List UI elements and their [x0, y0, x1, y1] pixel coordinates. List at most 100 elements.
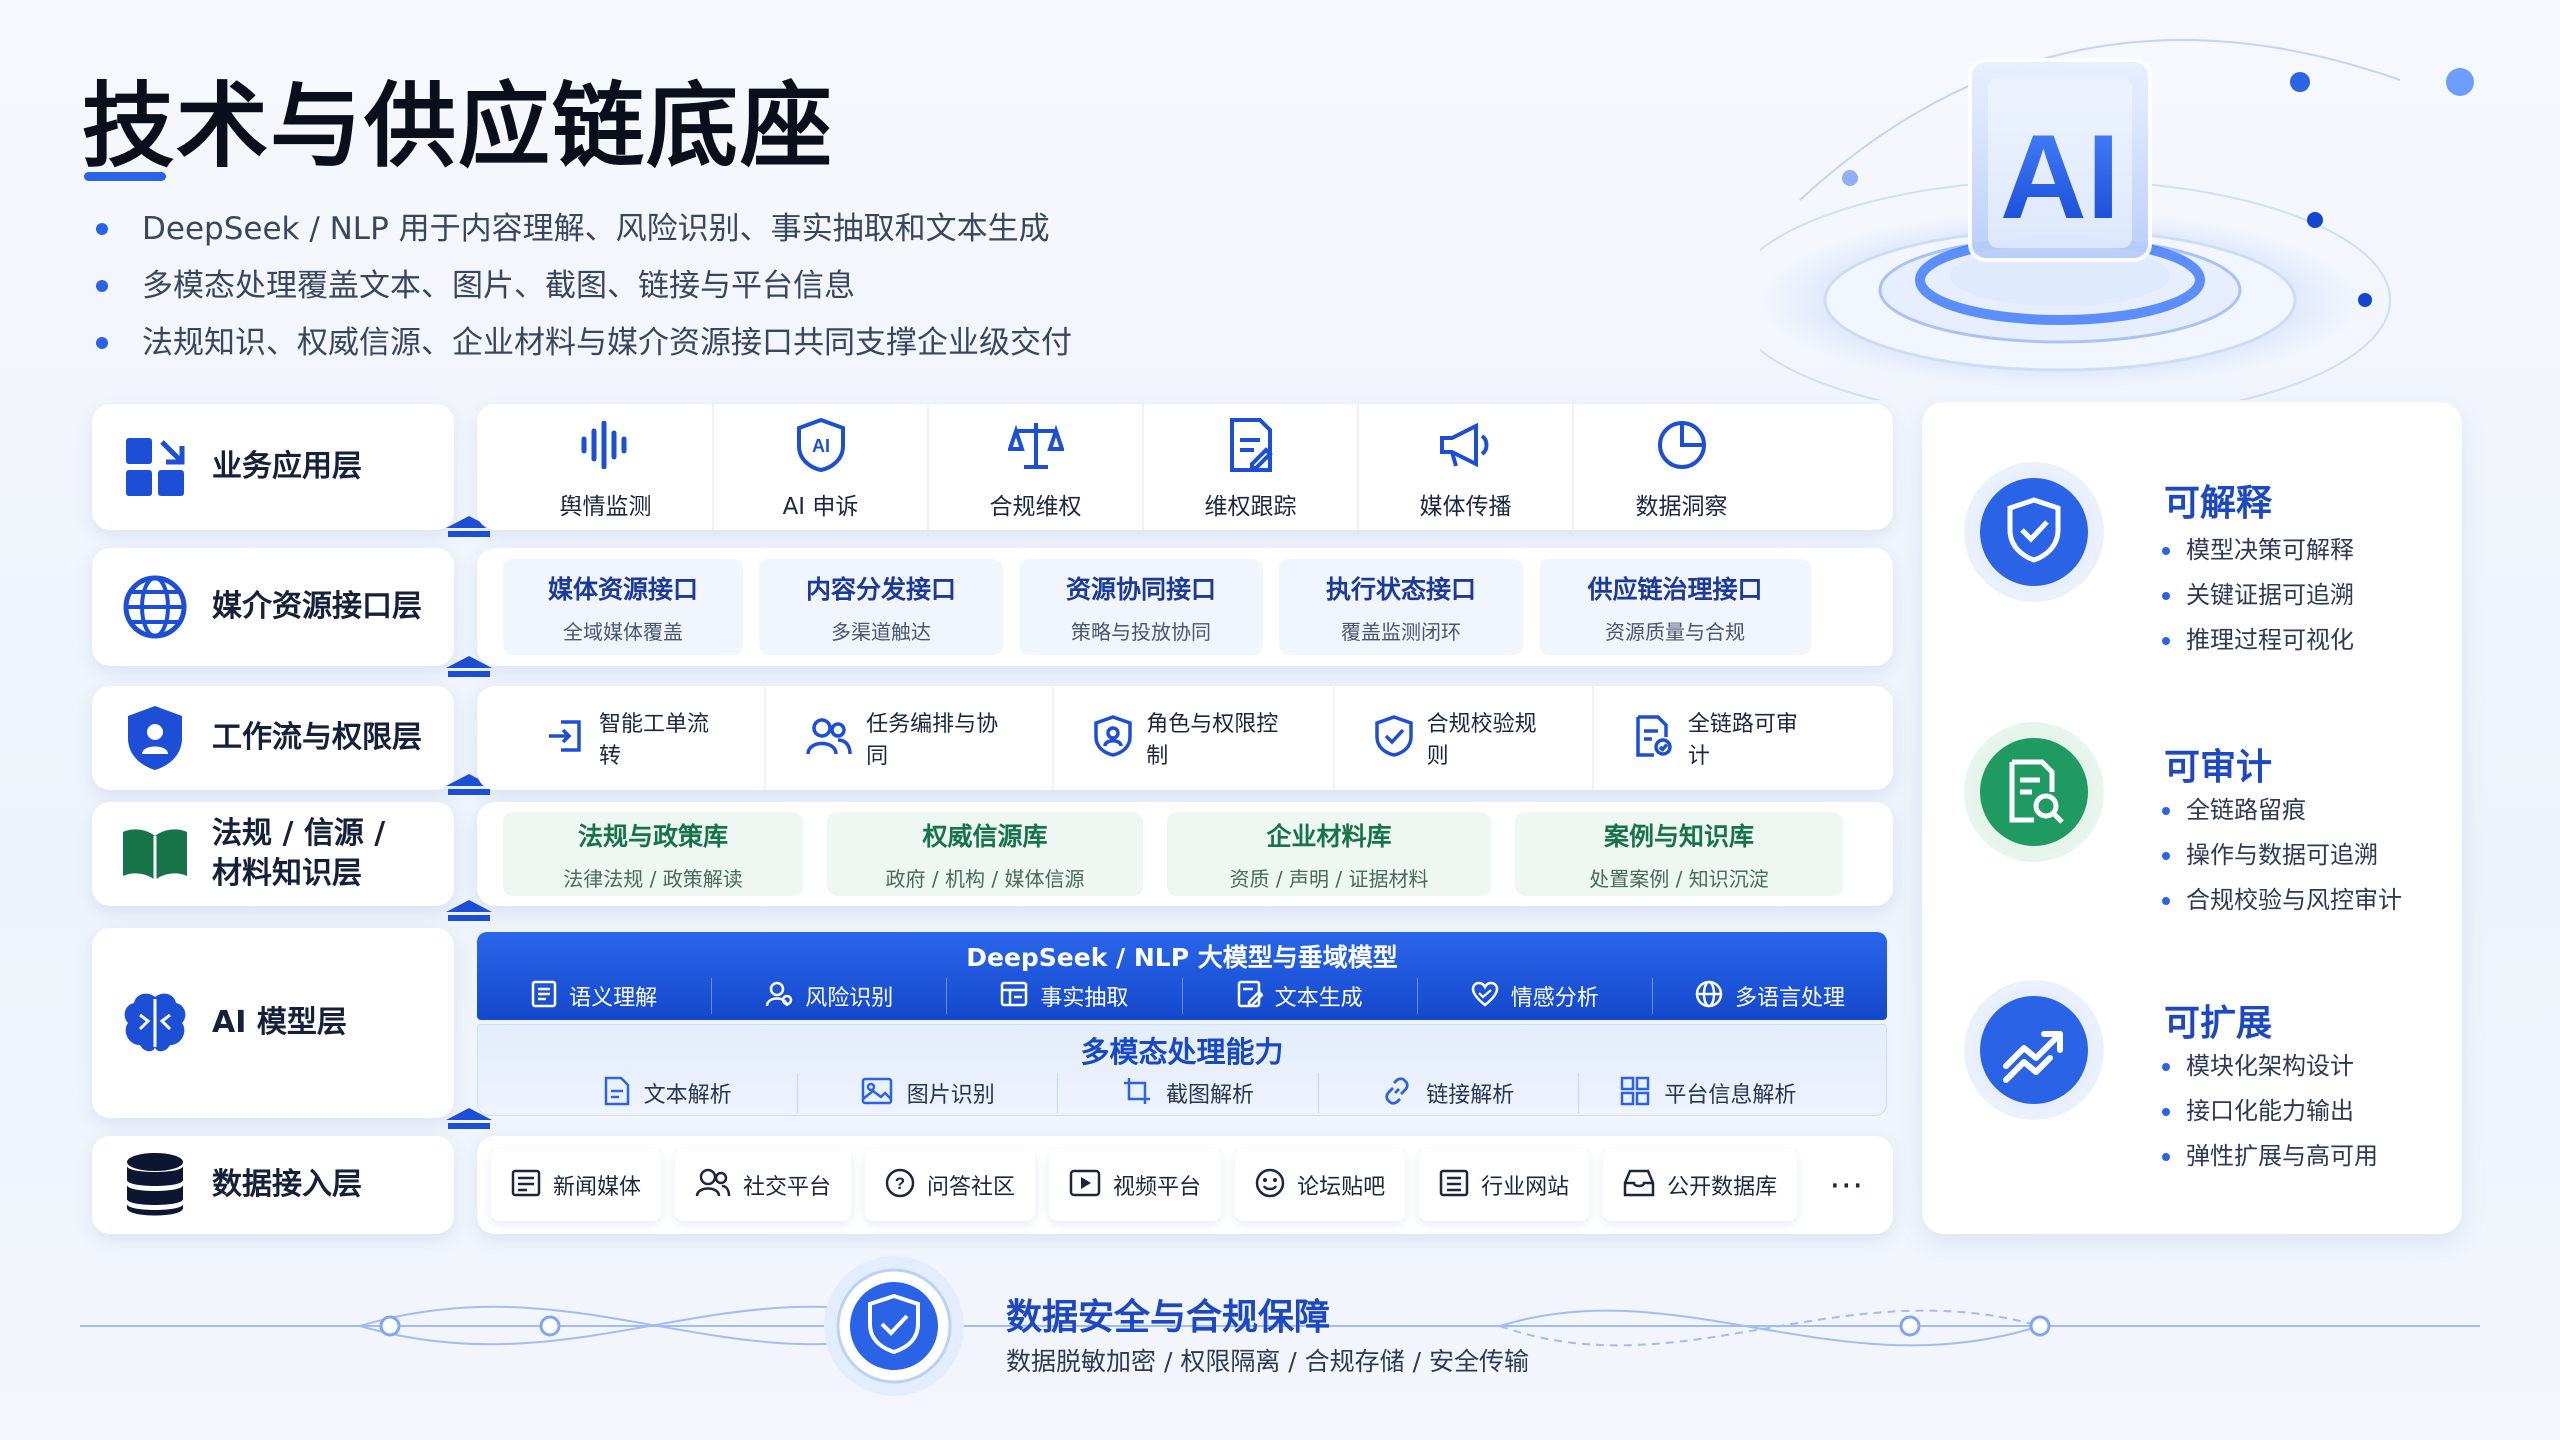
data-source-chip[interactable]: 社交平台	[675, 1149, 852, 1221]
media-interface-card[interactable]: 内容分发接口多渠道触达	[759, 559, 1003, 655]
layer-label-text: AI 模型层	[212, 1005, 347, 1040]
card-subtitle: 策略与投放协同	[1071, 619, 1211, 644]
card-title: 媒体资源接口	[547, 574, 698, 604]
feature-scalable: 可扩展 模块化架构设计 接口化能力输出 弹性扩展与高可用	[1922, 970, 2462, 1210]
check-shield-icon	[1374, 715, 1413, 761]
trend-up-icon	[1964, 980, 2104, 1120]
multimodal-label: 截图解析	[1166, 1083, 1255, 1108]
feature-point: 模块化架构设计	[2162, 1044, 2378, 1089]
layer-label-text: 业务应用层	[212, 449, 362, 484]
media-interface-card[interactable]: 执行状态接口覆盖监测闭环	[1279, 559, 1523, 655]
card-subtitle: 全域媒体覆盖	[563, 619, 683, 644]
knowledge-card[interactable]: 案例与知识库处置案例 / 知识沉淀	[1515, 812, 1843, 896]
data-source-chip[interactable]: 行业网站	[1419, 1149, 1590, 1221]
feature-explainable: 可解释 模型决策可解释 关键证据可追溯 推理过程可视化	[1922, 444, 2462, 684]
svg-text:AI: AI	[812, 436, 830, 456]
feature-title: 可解释	[2164, 483, 2273, 524]
inbox-icon	[1623, 1169, 1655, 1201]
data-layer-panel: 新闻媒体 社交平台 ? 问答社区 视频平台 论坛贴吧 行业网站 公开数据库 ⋯	[477, 1136, 1893, 1234]
ai-capability[interactable]: 语义理解	[477, 978, 713, 1014]
security-network-decoration	[80, 1256, 2480, 1396]
ai-capability-label: 风险识别	[805, 986, 894, 1011]
feature-point: 模型决策可解释	[2162, 528, 2354, 573]
svg-text:?: ?	[895, 1174, 905, 1193]
data-source-chip[interactable]: 公开数据库	[1603, 1149, 1798, 1221]
feature-list: 模块化架构设计 接口化能力输出 弹性扩展与高可用	[2162, 1044, 2378, 1179]
layer-label-text: 媒介资源接口层	[212, 589, 422, 624]
media-interface-card[interactable]: 媒体资源接口全域媒体覆盖	[503, 559, 743, 655]
media-interface-card[interactable]: 资源协同接口策略与投放协同	[1019, 559, 1263, 655]
ai-hero-illustration: AI	[1760, 39, 2474, 400]
knowledge-card[interactable]: 权威信源库政府 / 机构 / 媒体信源	[827, 812, 1143, 896]
link-icon	[1382, 1076, 1412, 1110]
card-subtitle: 处置案例 / 知识沉淀	[1589, 866, 1769, 891]
data-source-chip[interactable]: ? 问答社区	[865, 1149, 1036, 1221]
workflow-item[interactable]: 角色与权限控制	[1094, 686, 1335, 790]
globe-icon	[1695, 980, 1723, 1012]
workflow-item[interactable]: 任务编排与协同	[806, 686, 1055, 790]
data-source-chip[interactable]: 论坛贴吧	[1235, 1149, 1406, 1221]
card-title: 供应链治理接口	[1587, 574, 1763, 604]
table-icon	[1000, 981, 1028, 1011]
user-alert-icon	[765, 980, 793, 1012]
ai-capability[interactable]: 事实抽取	[947, 978, 1183, 1014]
ai-model-title: DeepSeek / NLP 大模型与垂域模型	[966, 943, 1398, 972]
service-tracking[interactable]: 维权跟踪	[1144, 404, 1359, 530]
user-shield-icon	[120, 703, 190, 773]
ai-capability[interactable]: 多语言处理	[1653, 978, 1887, 1014]
arrow-up-icon	[446, 516, 492, 537]
card-subtitle: 政府 / 机构 / 媒体信源	[885, 866, 1085, 891]
layer-label-workflow: 工作流与权限层	[92, 686, 454, 790]
ai-capability-label: 多语言处理	[1734, 986, 1845, 1011]
workflow-label: 合规校验规则	[1426, 712, 1537, 769]
multimodal-capability[interactable]: 链接解析	[1319, 1073, 1579, 1113]
workflow-item[interactable]: 全链路可审计	[1634, 686, 1853, 790]
service-ai-appeal[interactable]: AI AI 申诉	[714, 404, 929, 530]
data-source-label: 问答社区	[927, 1175, 1016, 1200]
document-icon	[531, 980, 557, 1012]
multimodal-capability[interactable]: 平台信息解析	[1579, 1073, 1838, 1113]
card-title: 执行状态接口	[1325, 574, 1476, 604]
ai-capability-label: 文本生成	[1274, 986, 1363, 1011]
ai-capability[interactable]: 情感分析	[1418, 978, 1653, 1014]
card-title: 企业材料库	[1266, 821, 1392, 851]
service-compliance[interactable]: 合规维权	[929, 404, 1144, 530]
workflow-item[interactable]: 智能工单流转	[545, 686, 767, 790]
feature-point: 关键证据可追溯	[2162, 573, 2354, 618]
card-title: 资源协同接口	[1065, 574, 1216, 604]
data-source-label: 论坛贴吧	[1297, 1175, 1386, 1200]
knowledge-card[interactable]: 企业材料库资质 / 声明 / 证据材料	[1167, 812, 1491, 896]
data-source-label: 公开数据库	[1667, 1175, 1778, 1200]
user-shield-icon	[1094, 715, 1132, 761]
scale-icon	[1007, 413, 1064, 477]
more-icon[interactable]: ⋯	[1829, 1165, 1866, 1205]
service-public-opinion[interactable]: 舆情监测	[499, 404, 714, 530]
data-source-chip[interactable]: 新闻媒体	[491, 1149, 662, 1221]
feature-title: 可扩展	[2164, 1003, 2273, 1044]
data-source-chip[interactable]: 视频平台	[1049, 1149, 1222, 1221]
card-title: 案例与知识库	[1603, 821, 1754, 851]
layer-label-text: 工作流与权限层	[212, 720, 422, 755]
data-source-label: 视频平台	[1113, 1175, 1202, 1200]
knowledge-card[interactable]: 法规与政策库法律法规 / 政策解读	[503, 812, 803, 896]
security-title: 数据安全与合规保障	[1006, 1297, 1331, 1338]
service-insight[interactable]: 数据洞察	[1574, 404, 1789, 530]
feature-point: 操作与数据可追溯	[2162, 833, 2402, 878]
media-interface-card[interactable]: 供应链治理接口资源质量与合规	[1539, 559, 1811, 655]
multimodal-capability[interactable]: 图片识别	[798, 1073, 1059, 1113]
feature-point: 合规校验与风控审计	[2162, 878, 2402, 923]
ai-capability[interactable]: 文本生成	[1183, 978, 1418, 1014]
ai-shield-icon: AI	[796, 413, 845, 477]
ai-capability[interactable]: 风险识别	[712, 978, 948, 1014]
title-underline	[84, 172, 166, 181]
multimodal-label: 文本解析	[643, 1083, 732, 1108]
workflow-item[interactable]: 合规校验规则	[1374, 686, 1594, 790]
multimodal-capability[interactable]: 文本解析	[538, 1073, 799, 1113]
multimodal-capability[interactable]: 截图解析	[1058, 1073, 1319, 1113]
multimodal-label: 平台信息解析	[1664, 1083, 1797, 1108]
ai-capability-label: 事实抽取	[1040, 986, 1129, 1011]
arrow-up-icon	[446, 900, 492, 921]
smile-icon	[1255, 1168, 1285, 1202]
service-media[interactable]: 媒体传播	[1359, 404, 1574, 530]
card-title: 内容分发接口	[805, 574, 956, 604]
